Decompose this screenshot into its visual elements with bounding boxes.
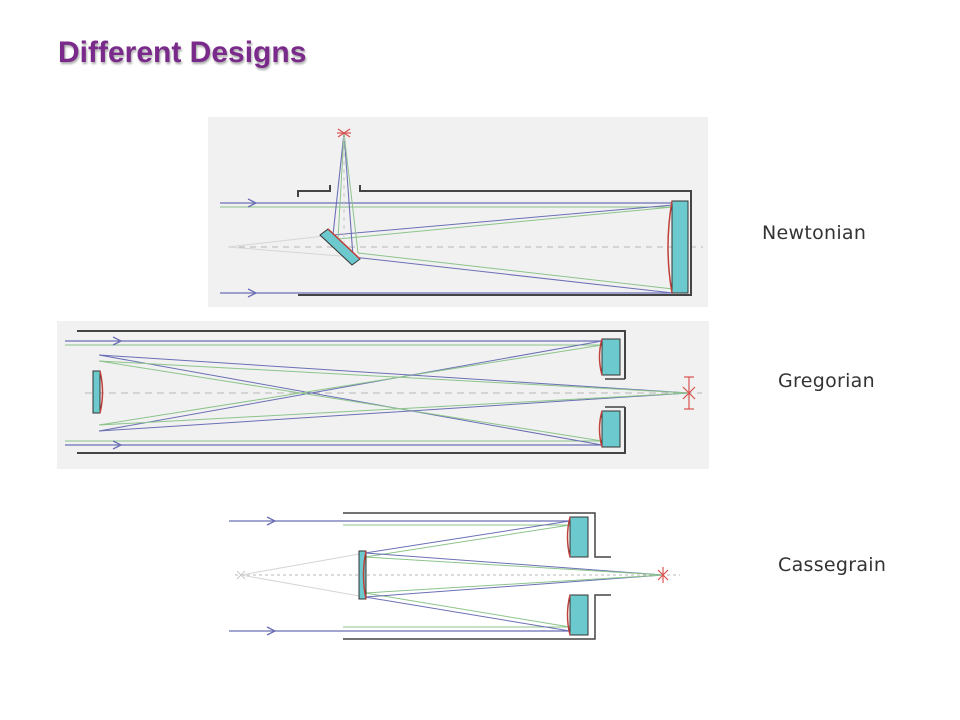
focus-point <box>337 128 351 138</box>
arrow-head-top <box>266 516 277 526</box>
primary-mirror-bottom <box>601 410 621 448</box>
newtonian-label: Newtonian <box>762 222 867 244</box>
arrow-head-bottom <box>112 440 123 450</box>
cassegrain-diagram <box>225 505 685 645</box>
newtonian-diagram <box>208 117 708 307</box>
cassegrain-label: Cassegrain <box>778 554 887 576</box>
arrow-head-top <box>247 198 258 208</box>
primary-mirror-bottom <box>569 594 589 636</box>
tube-wall-bottom <box>343 594 611 640</box>
primary-mirror <box>671 200 689 294</box>
primary-mirror-top <box>601 338 621 376</box>
slide-title: Different Designs <box>58 36 307 69</box>
focus-point <box>657 567 669 583</box>
arrow-head-bottom <box>247 288 258 298</box>
gregorian-label: Gregorian <box>778 370 875 392</box>
arrow-head-bottom <box>266 626 277 636</box>
secondary-mirror <box>358 550 367 600</box>
tube-wall-top <box>77 330 626 379</box>
tube-wall-bottom <box>77 407 626 454</box>
arrow-head-top <box>112 336 123 346</box>
gregorian-diagram <box>57 321 709 469</box>
focus-point <box>682 376 696 410</box>
tube-wall-top <box>343 512 611 558</box>
tube-wall-top <box>297 185 692 296</box>
primary-mirror-top <box>569 516 589 558</box>
secondary-mirror <box>92 370 101 414</box>
panel-background <box>208 117 708 307</box>
